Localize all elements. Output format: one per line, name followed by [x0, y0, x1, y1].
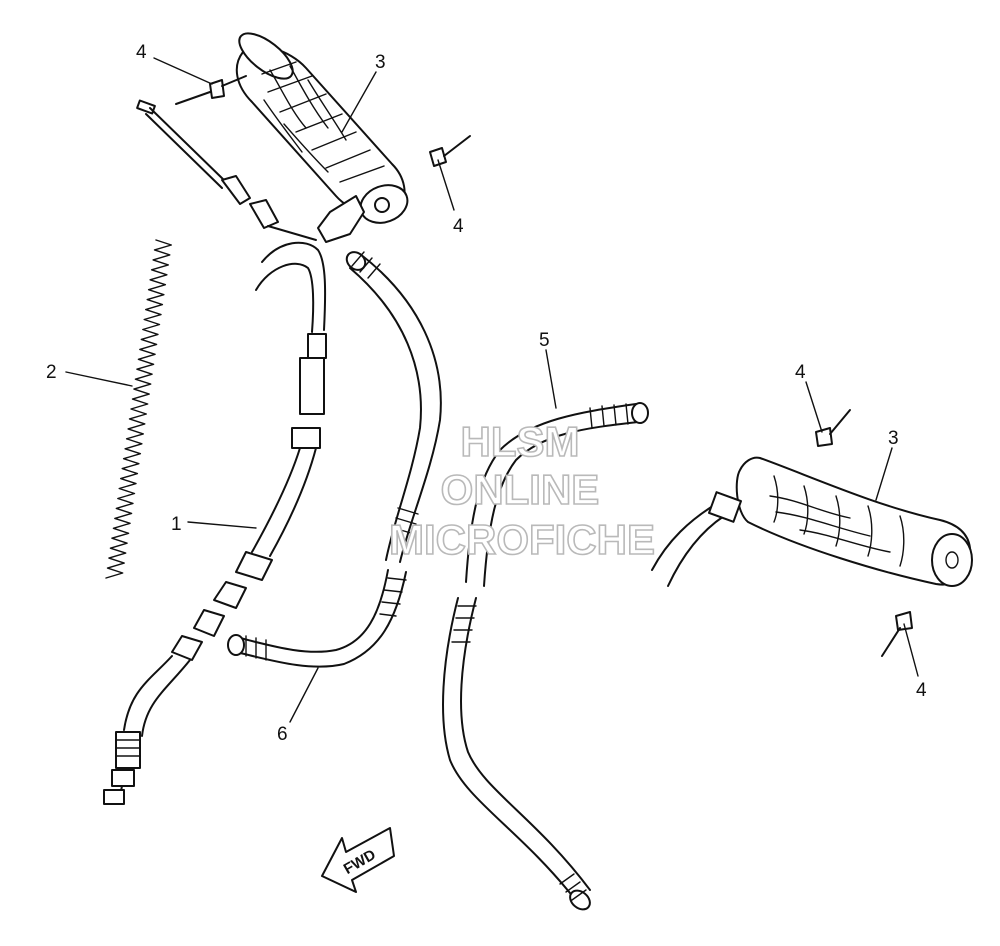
watermark: HLSM ONLINE MICROFICHE	[388, 417, 656, 564]
watermark-line1: HLSM	[461, 418, 580, 465]
watermark-line2: ONLINE	[441, 466, 600, 513]
rivet-left-top	[175, 75, 247, 105]
watermark-line3: MICROFICHE	[389, 516, 655, 563]
hose-6	[227, 251, 442, 668]
callout-4-right-bottom: 4	[916, 680, 927, 701]
callout-4-right-top: 4	[795, 362, 806, 383]
callout-4-left-top: 4	[136, 42, 147, 63]
right-grip	[651, 456, 973, 587]
callout-6: 6	[277, 724, 288, 745]
callout-4-left-bottom: 4	[453, 216, 464, 237]
rivet-left-bottom	[429, 135, 471, 167]
left-grip	[235, 32, 409, 243]
callout-1: 1	[171, 514, 182, 535]
fwd-arrow-badge: FWD	[321, 827, 395, 893]
hose-5	[442, 402, 649, 911]
callouts: 4 3 4 2 1 5 4 3 4 6	[46, 42, 927, 745]
callout-3-left: 3	[375, 52, 386, 73]
callout-2: 2	[46, 362, 57, 383]
rivet-right-top	[815, 409, 851, 447]
callout-5: 5	[539, 330, 550, 351]
leader-lines	[65, 57, 919, 723]
spring-2	[105, 239, 172, 579]
callout-3-right: 3	[888, 428, 899, 449]
cable-1	[103, 99, 327, 805]
rivet-right-bottom	[881, 611, 913, 657]
